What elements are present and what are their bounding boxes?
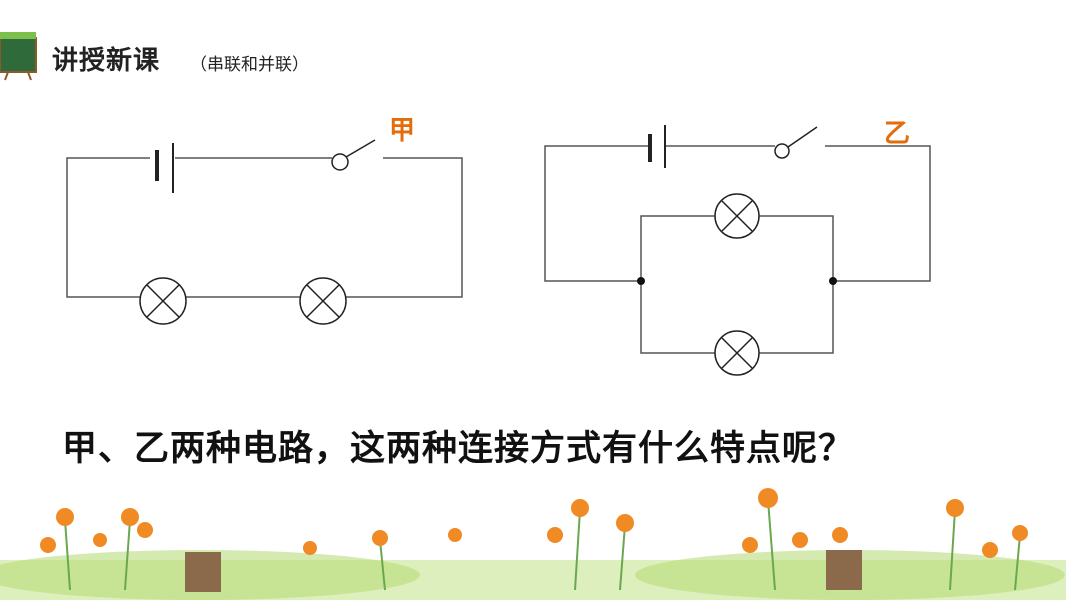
circuit-a (66, 139, 463, 325)
question-text: 甲、乙两种电路，这两种连接方式有什么特点呢？ (62, 429, 855, 469)
circuit-b (544, 125, 931, 376)
battery-symbol (155, 143, 174, 193)
junction-dot (637, 277, 645, 285)
lamp-symbol (714, 193, 760, 239)
battery-symbol (648, 125, 666, 168)
junction-dot (829, 277, 837, 285)
lamp-symbol (299, 277, 347, 325)
circuit-b-label: 乙 (884, 119, 911, 149)
blackboard-icon (0, 32, 37, 81)
switch-symbol (774, 126, 818, 159)
page-subtitle: （串联和并联） (190, 55, 309, 75)
page-title: 讲授新课 (52, 46, 161, 76)
lamp-symbol (139, 277, 187, 325)
lamp-symbol (714, 330, 760, 376)
switch-symbol (331, 139, 376, 171)
circuit-a-label: 甲 (389, 116, 416, 146)
flower-decoration (0, 488, 1066, 600)
